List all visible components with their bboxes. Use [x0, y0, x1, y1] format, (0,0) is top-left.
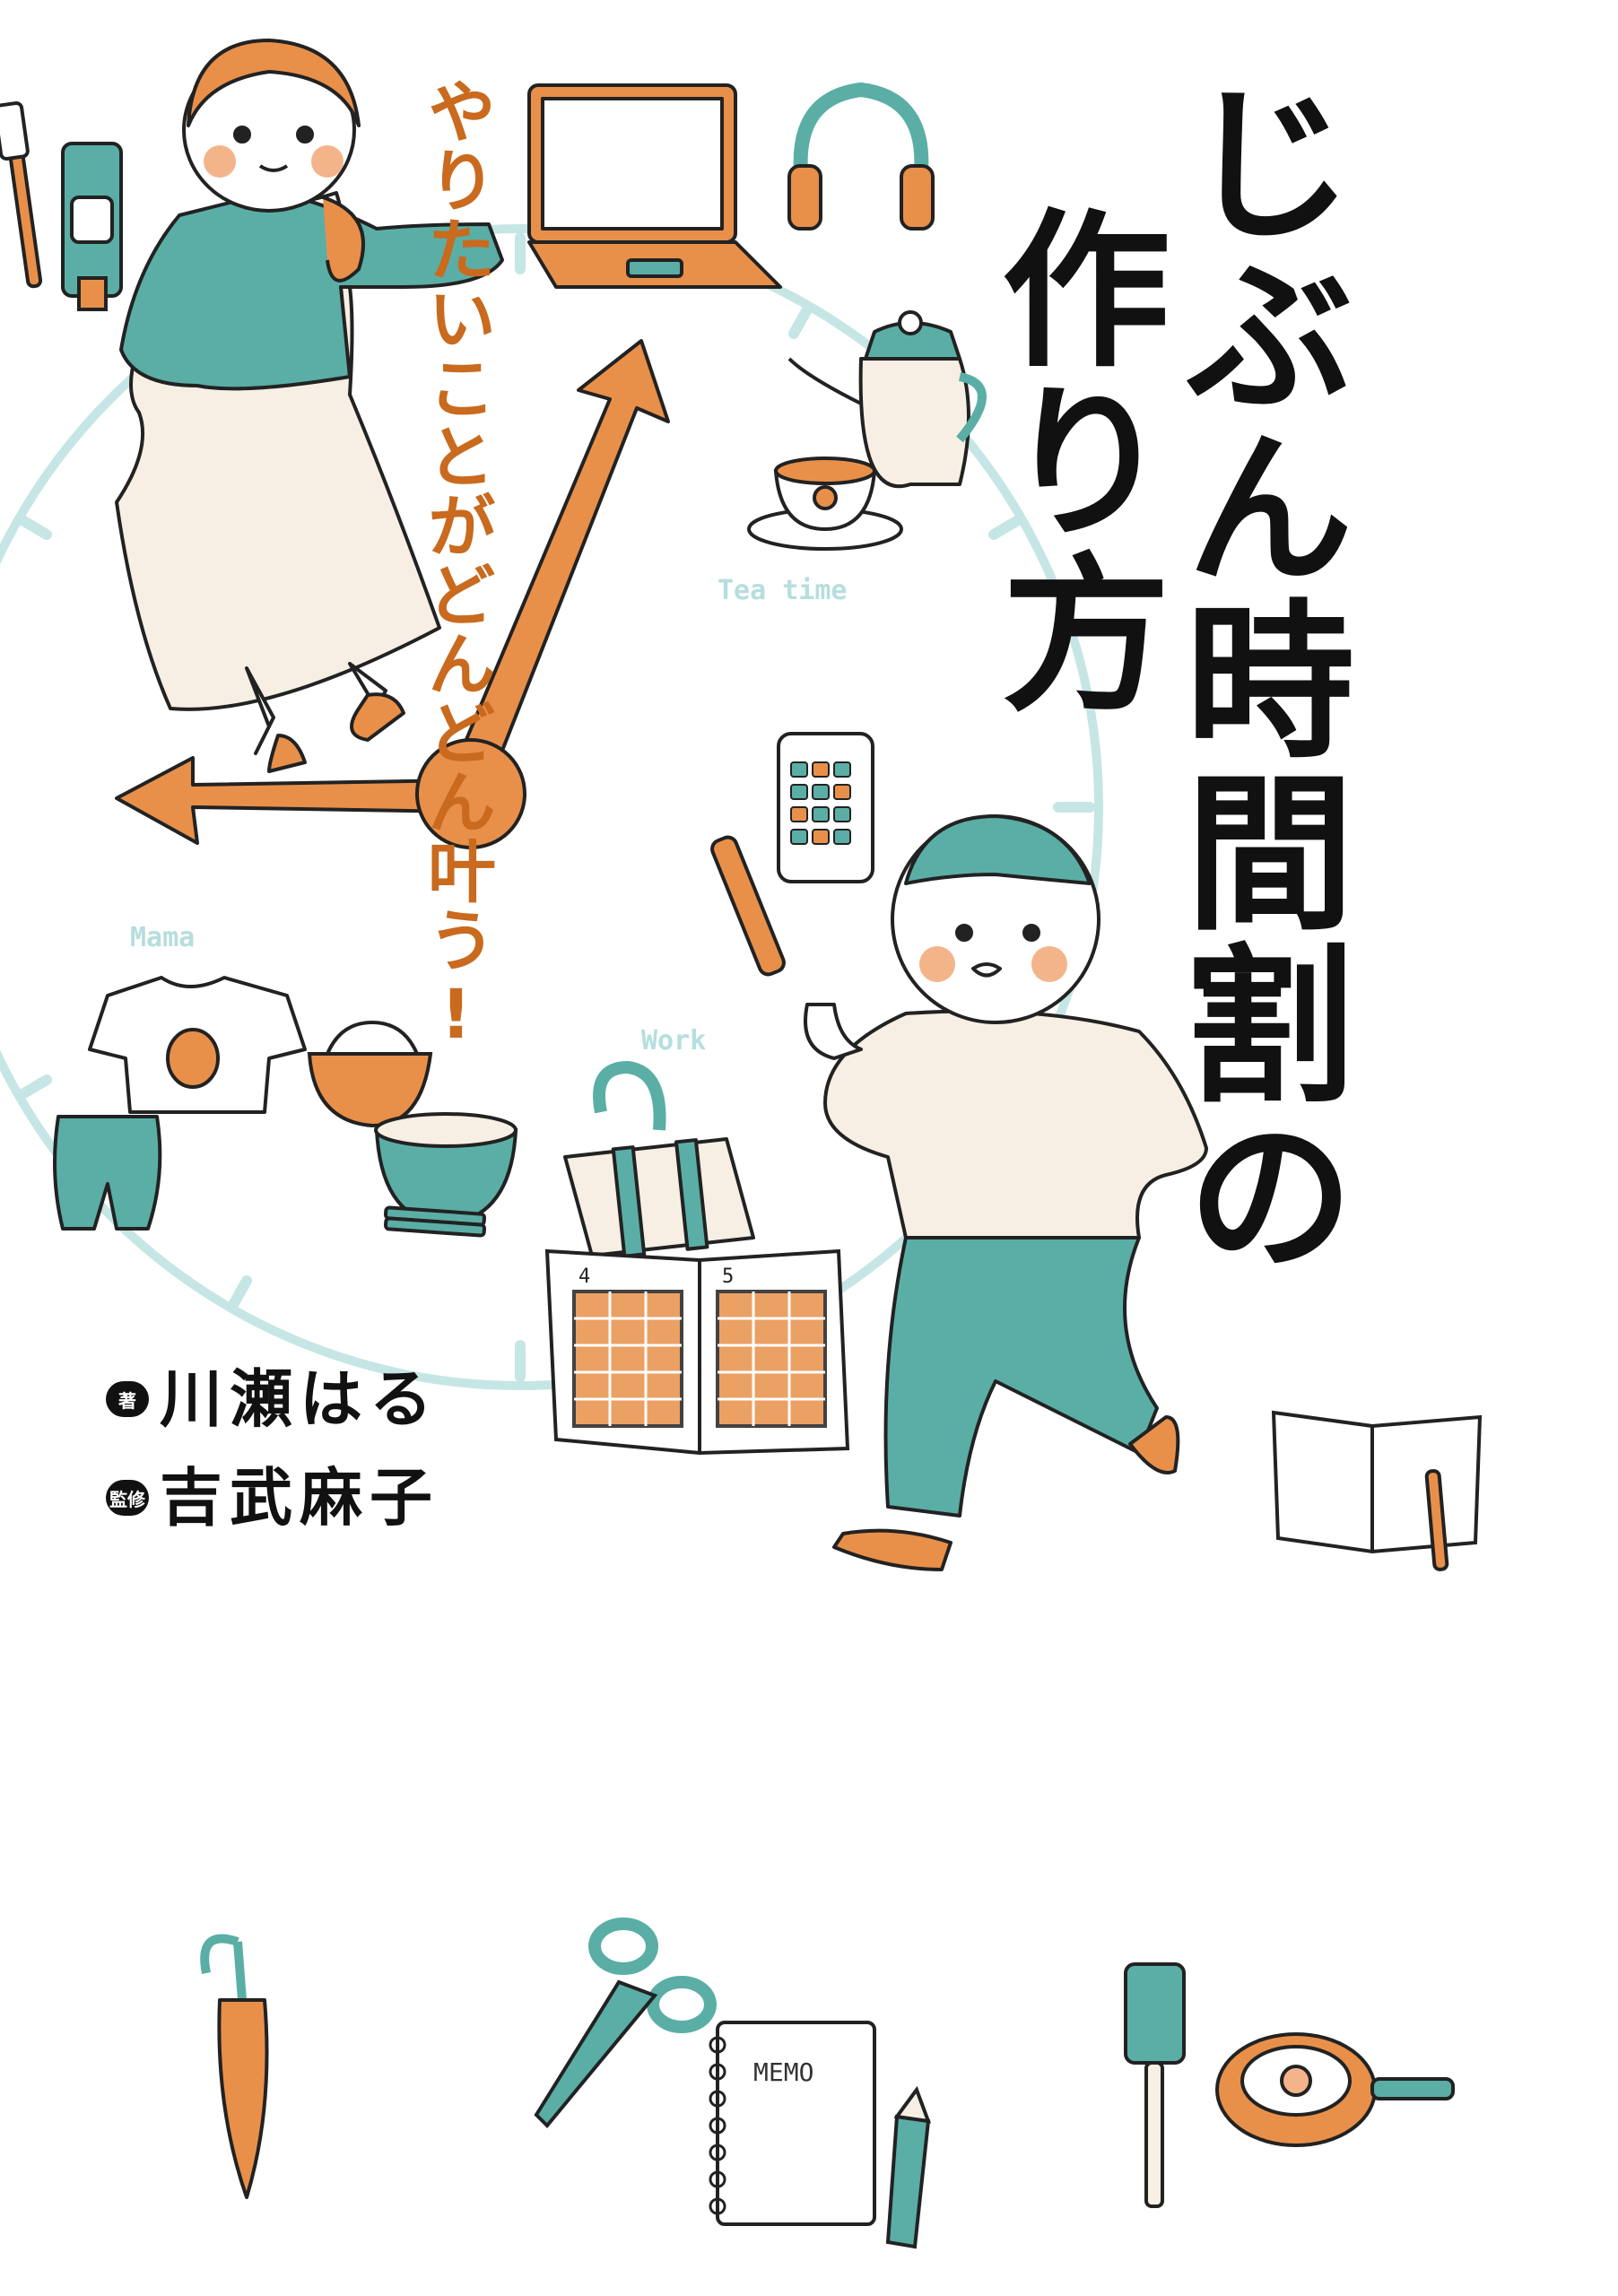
clock-label-work: Work	[641, 1025, 706, 1057]
toothbrush-icon	[0, 100, 43, 289]
rice-bowl-icon	[307, 1020, 433, 1128]
pencil-icon	[885, 2085, 932, 2249]
boy-figure	[804, 814, 1208, 1571]
woman-figure	[115, 39, 504, 773]
planner-notebook-icon: 4 5	[544, 1248, 850, 1456]
pen-icon	[710, 835, 786, 977]
checklist-notebook-icon	[1271, 1410, 1483, 1571]
clock-label-mama: Mama	[130, 922, 195, 953]
laptop-icon	[527, 83, 782, 289]
planner-page-left: 4	[578, 1265, 590, 1288]
smartphone-icon	[777, 732, 874, 883]
toothpaste-icon	[61, 142, 123, 311]
author-credit: 著 川瀬はる	[106, 1368, 439, 1431]
teacup-icon	[747, 457, 903, 551]
kettle-icon	[787, 310, 987, 489]
spatula-icon	[1124, 1962, 1186, 2208]
baby-clothes-icon	[53, 976, 307, 1231]
supervisor-credit: 監修 吉武麻子	[106, 1466, 439, 1529]
soup-bowl-icon	[374, 1112, 518, 1227]
umbrella-icon	[200, 1934, 269, 2199]
supervisor-role-badge: 監修	[106, 1480, 149, 1516]
chopsticks-icon	[383, 1205, 487, 1238]
scissors-icon	[534, 1918, 717, 2128]
planner-page-right: 5	[722, 1265, 734, 1288]
clock-label-tea-time: Tea time	[718, 575, 848, 606]
author-name: 川瀬はる	[160, 1362, 439, 1436]
memo-label: MEMO	[753, 2057, 813, 2087]
headphones-icon	[787, 82, 935, 230]
clock-hands	[115, 339, 670, 849]
subtitle: やりたいことがどんどん叶う!	[416, 76, 496, 1055]
frying-pan-icon	[1215, 2032, 1455, 2147]
memo-pad-icon: MEMO	[709, 2021, 876, 2226]
title-line-1: じぶん時間割の	[1157, 76, 1353, 1282]
supervisor-name: 吉武麻子	[160, 1461, 439, 1535]
tote-bag-icon	[563, 1061, 755, 1258]
title-line-2: 作り方	[973, 202, 1170, 718]
author-role-badge: 著	[106, 1381, 149, 1417]
